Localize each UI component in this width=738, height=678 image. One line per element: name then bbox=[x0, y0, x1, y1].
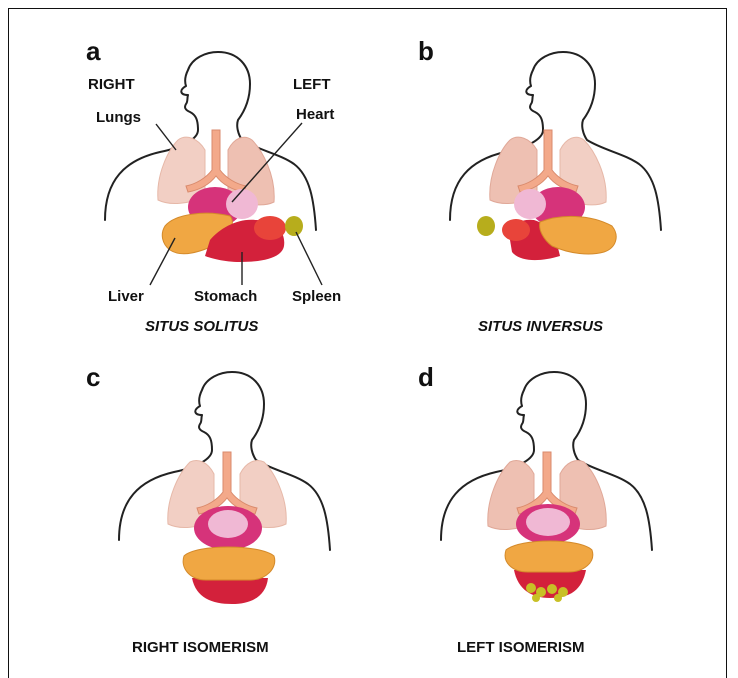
caption-a: SITUS SOLITUS bbox=[145, 318, 258, 335]
caption-c: RIGHT ISOMERISM bbox=[132, 639, 269, 656]
spleen bbox=[285, 216, 303, 236]
panel-a-letter: a bbox=[86, 36, 101, 66]
panel-b: b SITUS INVERSUS bbox=[418, 36, 661, 335]
liver-d bbox=[505, 541, 593, 572]
panel-b-letter: b bbox=[418, 36, 434, 66]
heart-d-light bbox=[526, 508, 570, 536]
label-spleen: Spleen bbox=[292, 288, 341, 305]
panel-c: c RIGHT ISOMERISM bbox=[86, 362, 330, 656]
panel-c-letter: c bbox=[86, 362, 100, 392]
panel-a: a RIGHT LEFT Lungs Heart Liver Stomach S… bbox=[86, 36, 341, 335]
panel-d-letter: d bbox=[418, 362, 434, 392]
stomach-fundus bbox=[254, 216, 286, 240]
label-liver: Liver bbox=[108, 288, 144, 305]
caption-b: SITUS INVERSUS bbox=[478, 318, 603, 335]
caption-d: LEFT ISOMERISM bbox=[457, 639, 585, 656]
panel-d: d LEFT ISOMERISM bbox=[418, 362, 652, 656]
heart-c-light bbox=[208, 510, 248, 538]
stomach-b-fundus bbox=[502, 219, 530, 241]
stomach-d bbox=[514, 570, 586, 598]
label-left: LEFT bbox=[293, 76, 331, 93]
spleen-b bbox=[477, 216, 495, 236]
stomach-c bbox=[192, 578, 268, 604]
label-right: RIGHT bbox=[88, 76, 135, 93]
label-stomach: Stomach bbox=[194, 288, 257, 305]
label-heart: Heart bbox=[296, 106, 334, 123]
label-lungs: Lungs bbox=[96, 109, 141, 126]
heart-b-light bbox=[514, 189, 546, 219]
heart-light bbox=[226, 189, 258, 219]
liver-c bbox=[183, 547, 275, 580]
